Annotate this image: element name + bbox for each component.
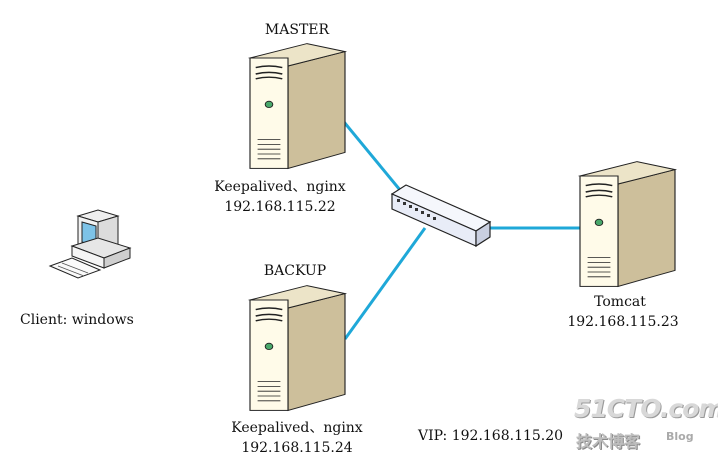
watermark-site: 51CTO.com — [574, 394, 718, 423]
watermark-sub: 技术博客 — [576, 432, 641, 451]
server-tower-icon — [249, 284, 346, 412]
master-ip: 192.168.115.22 — [224, 199, 336, 215]
network-switch-icon — [390, 184, 492, 248]
vip-label: VIP: 192.168.115.20 — [418, 428, 564, 444]
backup-services: Keepalived、nginx — [231, 420, 363, 436]
tomcat-ip: 192.168.115.23 — [567, 314, 679, 330]
tomcat-name: Tomcat — [594, 294, 646, 310]
link-master-switch — [342, 121, 402, 191]
watermark-blog: Blog — [666, 430, 694, 443]
backup-ip: 192.168.115.24 — [241, 440, 353, 456]
watermark: 51CTO.com 技术博客 Blog — [570, 394, 718, 454]
server-tower-icon — [579, 160, 676, 288]
backup-title: BACKUP — [263, 263, 327, 279]
link-backup-switch — [343, 227, 427, 340]
desktop-computer-icon — [48, 209, 132, 279]
server-tower-icon — [249, 42, 346, 170]
client-label: Client: windows — [20, 312, 134, 328]
connections — [342, 121, 584, 340]
master-title: MASTER — [264, 22, 330, 38]
master-services: Keepalived、nginx — [214, 179, 346, 195]
